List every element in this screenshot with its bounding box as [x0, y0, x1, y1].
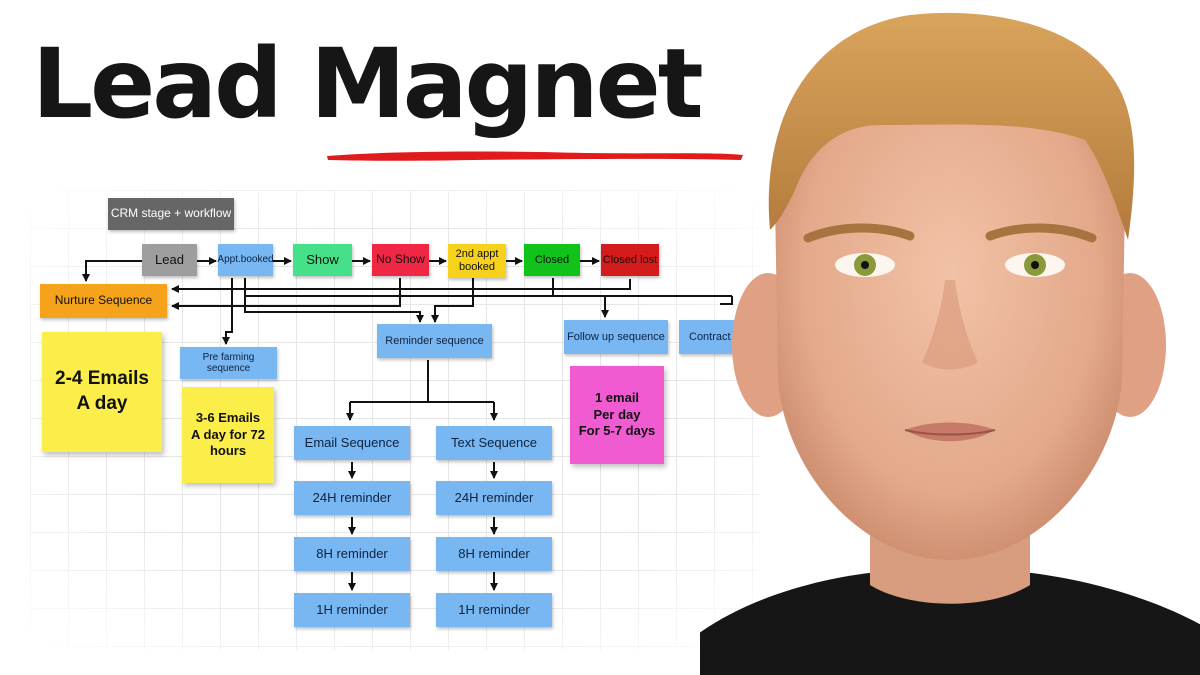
- stage-lead: Lead: [142, 244, 197, 276]
- text-1h-reminder: 1H reminder: [436, 593, 552, 627]
- text-sequence: Text Sequence: [436, 426, 552, 460]
- red-underline: [327, 151, 743, 161]
- reminder-sequence: Reminder sequence: [377, 324, 492, 358]
- nurture-sequence: Nurture Sequence: [40, 284, 167, 318]
- stage-second-appt-booked: 2nd appt booked: [448, 244, 506, 278]
- email-sequence: Email Sequence: [294, 426, 410, 460]
- follow-up-sticky-note: 1 email Per day For 5-7 days: [570, 366, 664, 464]
- stage-appt-booked: Appt.booked: [217, 244, 274, 276]
- email-8h-reminder: 8H reminder: [294, 537, 410, 571]
- presenter-portrait: [700, 12, 1200, 675]
- nurture-sticky-note: 2-4 Emails A day: [42, 332, 162, 452]
- crm-stage-header: CRM stage + workflow: [108, 198, 234, 230]
- stage-show: Show: [293, 244, 352, 276]
- text-24h-reminder: 24H reminder: [436, 481, 552, 515]
- email-1h-reminder: 1H reminder: [294, 593, 410, 627]
- page-title: Lead Magnet: [32, 28, 704, 140]
- stage-no-show: No Show: [372, 244, 429, 276]
- pre-farming-sticky-note: 3-6 Emails A day for 72 hours: [182, 387, 274, 483]
- stage-closed: Closed: [524, 244, 580, 276]
- pre-farming-sequence: Pre farming sequence: [180, 347, 277, 379]
- stage-closed-lost: Closed lost: [601, 244, 659, 276]
- text-8h-reminder: 8H reminder: [436, 537, 552, 571]
- email-24h-reminder: 24H reminder: [294, 481, 410, 515]
- follow-up-sequence: Follow up sequence: [564, 320, 668, 354]
